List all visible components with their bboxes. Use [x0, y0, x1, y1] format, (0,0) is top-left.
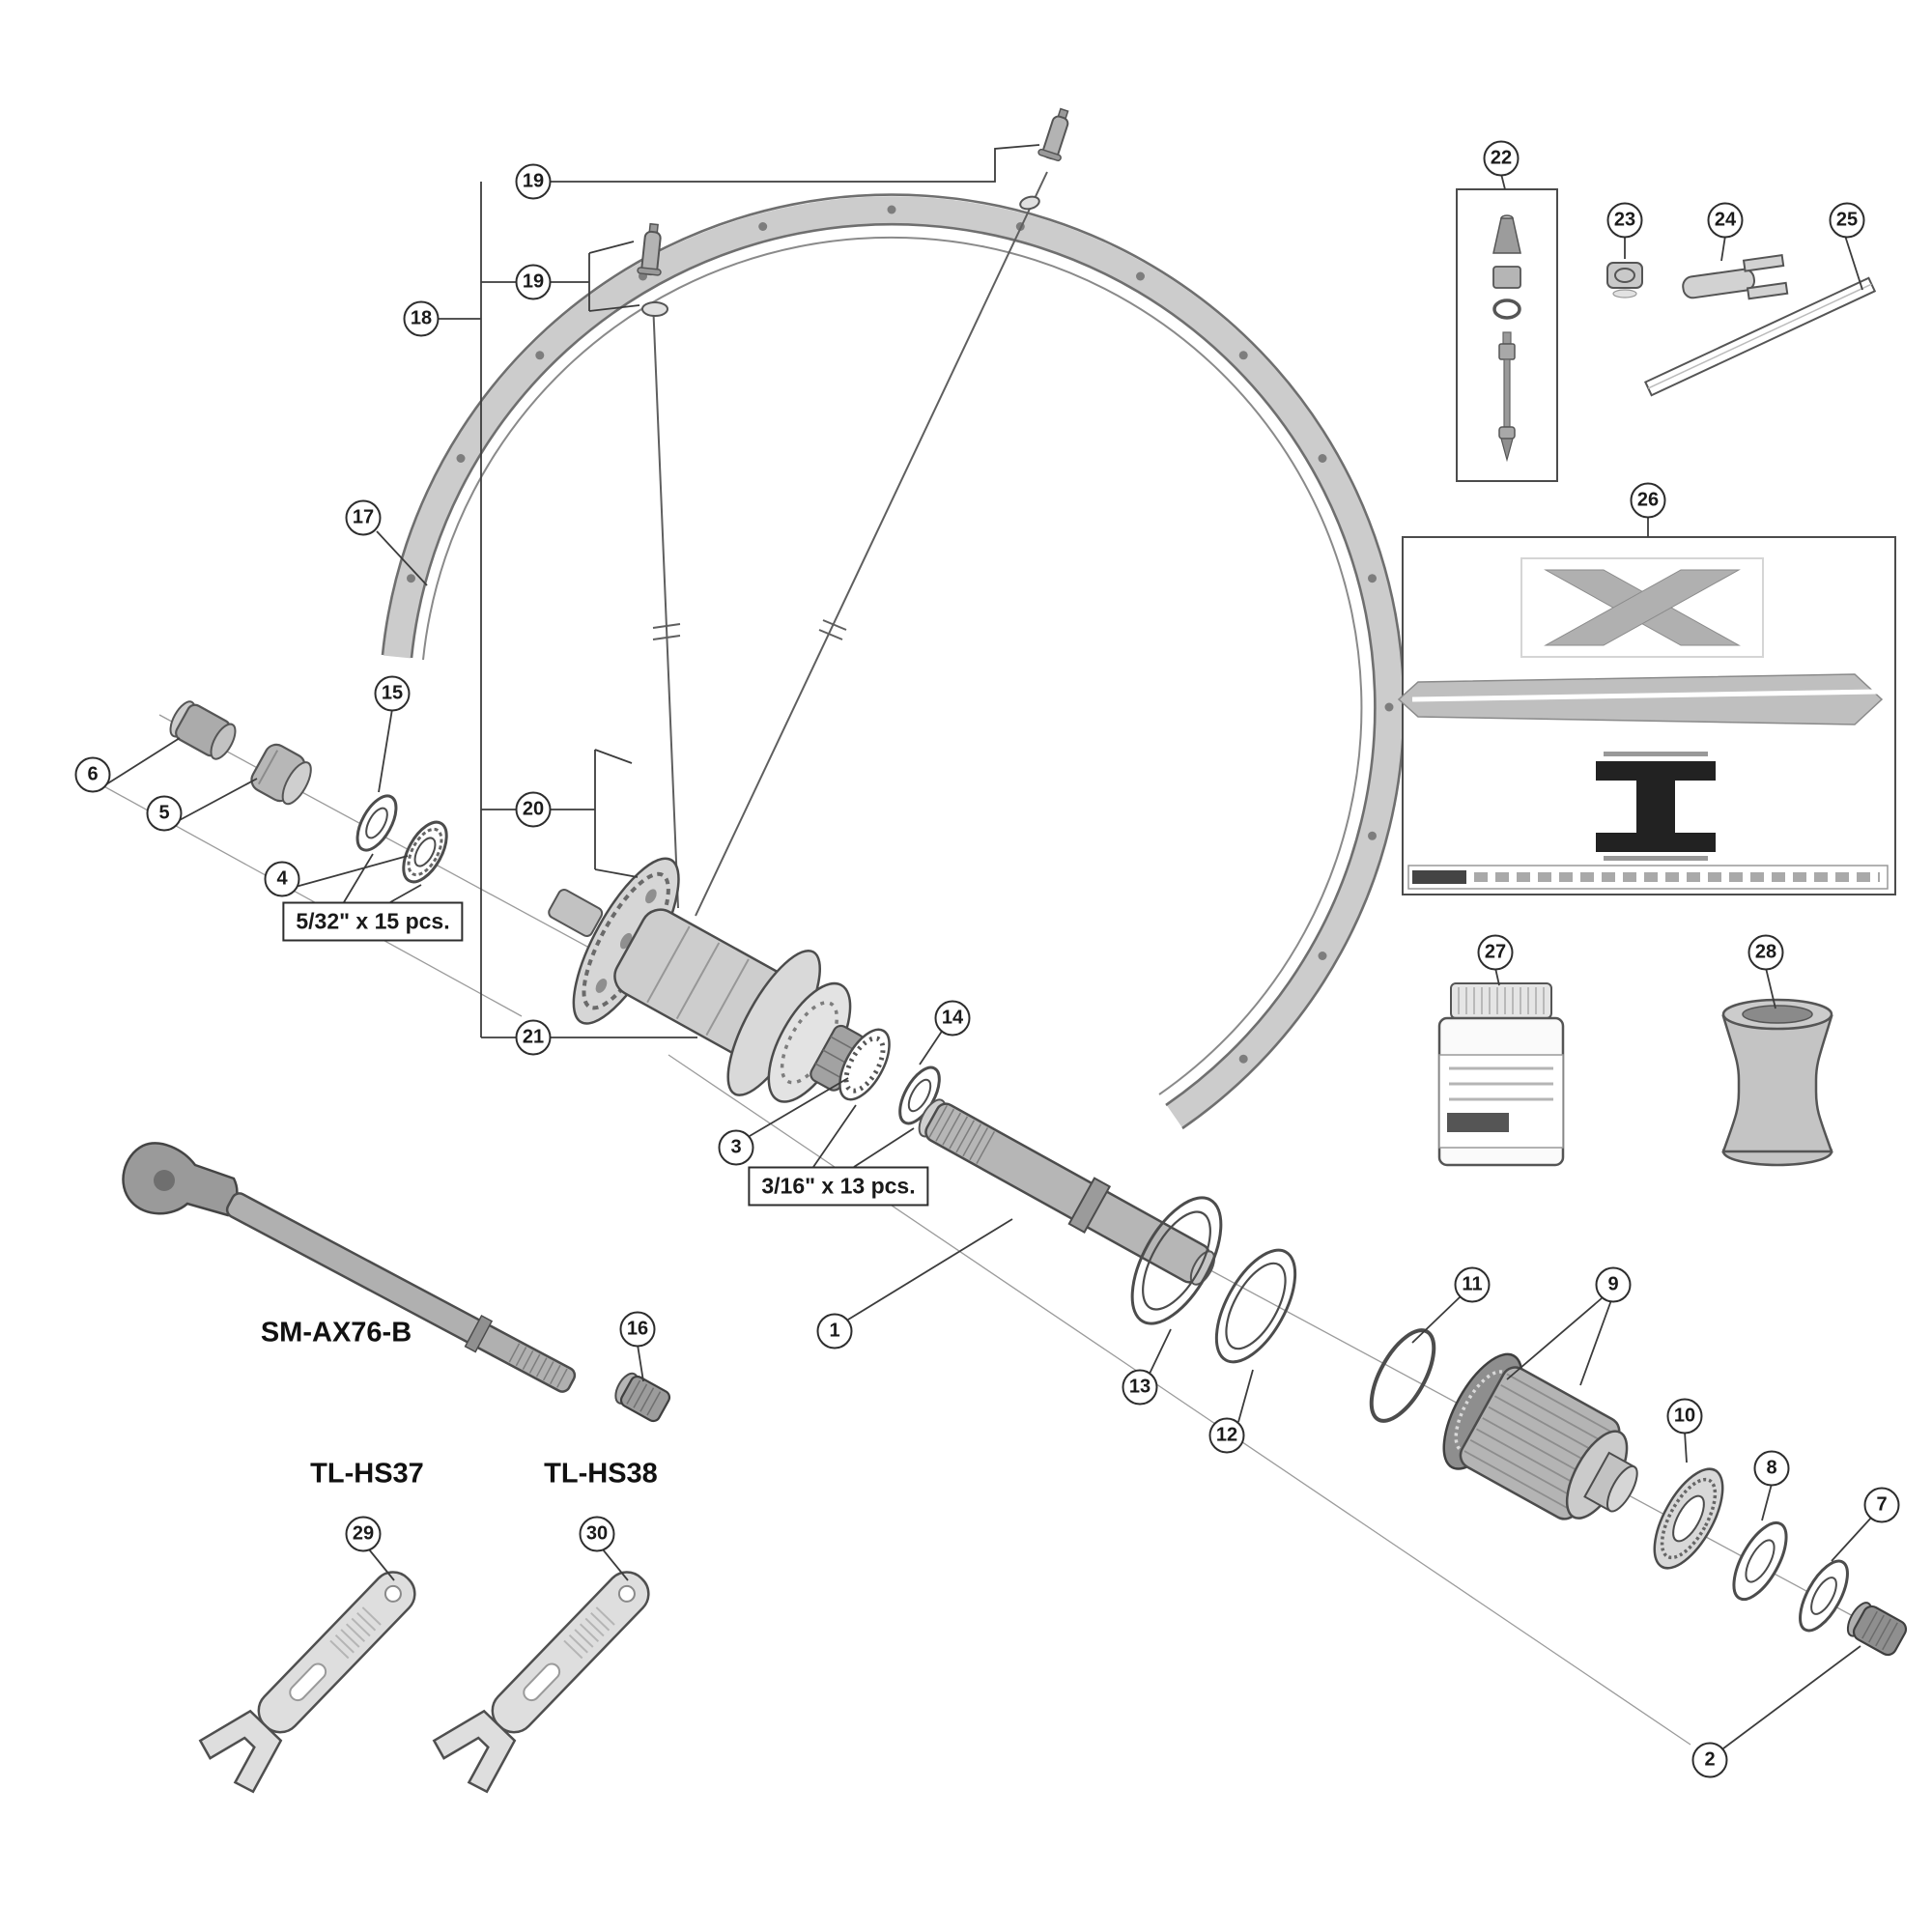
spoke-nipple-left [637, 222, 662, 276]
part-24-tool [1682, 253, 1789, 300]
part-7-washer [1799, 1559, 1849, 1633]
boxed-label-0: 5/32" x 15 pcs. [282, 901, 464, 942]
spokes [652, 171, 1048, 917]
spoke-nipple-top [1037, 107, 1069, 161]
callout-29: 29 [345, 1516, 382, 1552]
leader-lines [105, 144, 1873, 1749]
part-16-nut [614, 1372, 671, 1423]
callout-2: 2 [1691, 1742, 1728, 1778]
callout-13: 13 [1122, 1369, 1158, 1406]
valve-kit-box [1456, 188, 1558, 482]
callout-23: 23 [1606, 202, 1643, 239]
callout-17: 17 [345, 499, 382, 536]
callout-7: 7 [1863, 1487, 1900, 1523]
part-label-tl-hs37: TL-HS37 [310, 1458, 424, 1490]
part-12-ring [1214, 1248, 1297, 1364]
callout-5: 5 [146, 795, 183, 832]
hub-body [548, 857, 866, 1103]
wheel-rim [381, 193, 1406, 1130]
callout-3: 3 [718, 1129, 754, 1166]
part-2-end-cap [1846, 1602, 1908, 1657]
callout-18: 18 [403, 300, 440, 337]
part-label-sm-ax76-b: SM-AX76-B [260, 1317, 412, 1349]
part-10-ratchet-ring [1653, 1467, 1724, 1570]
part-label-tl-hs38: TL-HS38 [544, 1458, 658, 1490]
callout-26: 26 [1630, 482, 1666, 519]
part-5-cone [250, 743, 312, 806]
callout-15: 15 [374, 675, 411, 712]
part-9-freehub [1442, 1352, 1638, 1520]
callout-16: 16 [619, 1311, 656, 1348]
callout-4: 4 [264, 861, 300, 897]
callout-14: 14 [934, 1000, 971, 1037]
part-27-grease-jar [1437, 982, 1565, 1167]
callout-28: 28 [1747, 934, 1784, 971]
part-4-lockring [402, 820, 448, 884]
part-6-spacer [169, 700, 237, 760]
nipple-washer-top [1019, 195, 1040, 211]
callout-11: 11 [1454, 1266, 1491, 1303]
callout-22: 22 [1483, 140, 1520, 177]
callout-19: 19 [515, 163, 552, 200]
callout-30: 30 [579, 1516, 615, 1552]
callout-6: 6 [74, 756, 111, 793]
part-3-ball-retainer [838, 1028, 891, 1101]
decal-box [1397, 536, 1896, 895]
skewer-rod [225, 1192, 577, 1393]
callout-25: 25 [1829, 202, 1865, 239]
part-23-nut [1606, 262, 1643, 298]
nipple-washer-left [641, 301, 668, 317]
callout-9: 9 [1595, 1266, 1632, 1303]
callout-24: 24 [1707, 202, 1744, 239]
part-28-spacer [1721, 998, 1833, 1167]
skewer-lever [122, 1142, 239, 1217]
callout-21: 21 [515, 1019, 552, 1056]
part-25-rim-strip [1644, 276, 1877, 397]
part-8-washer [1732, 1520, 1788, 1602]
callout-27: 27 [1477, 934, 1514, 971]
part-1-axle [918, 1098, 1216, 1286]
callout-12: 12 [1208, 1417, 1245, 1454]
callout-20: 20 [515, 791, 552, 828]
callout-8: 8 [1753, 1450, 1790, 1487]
callout-1: 1 [816, 1313, 853, 1350]
part-15-washer [355, 794, 398, 852]
callout-19: 19 [515, 264, 552, 300]
part-11-oring [1369, 1328, 1436, 1423]
part-13-ring [1130, 1196, 1223, 1325]
callout-10: 10 [1666, 1398, 1703, 1435]
boxed-label-1: 3/16" x 13 pcs. [748, 1166, 929, 1207]
